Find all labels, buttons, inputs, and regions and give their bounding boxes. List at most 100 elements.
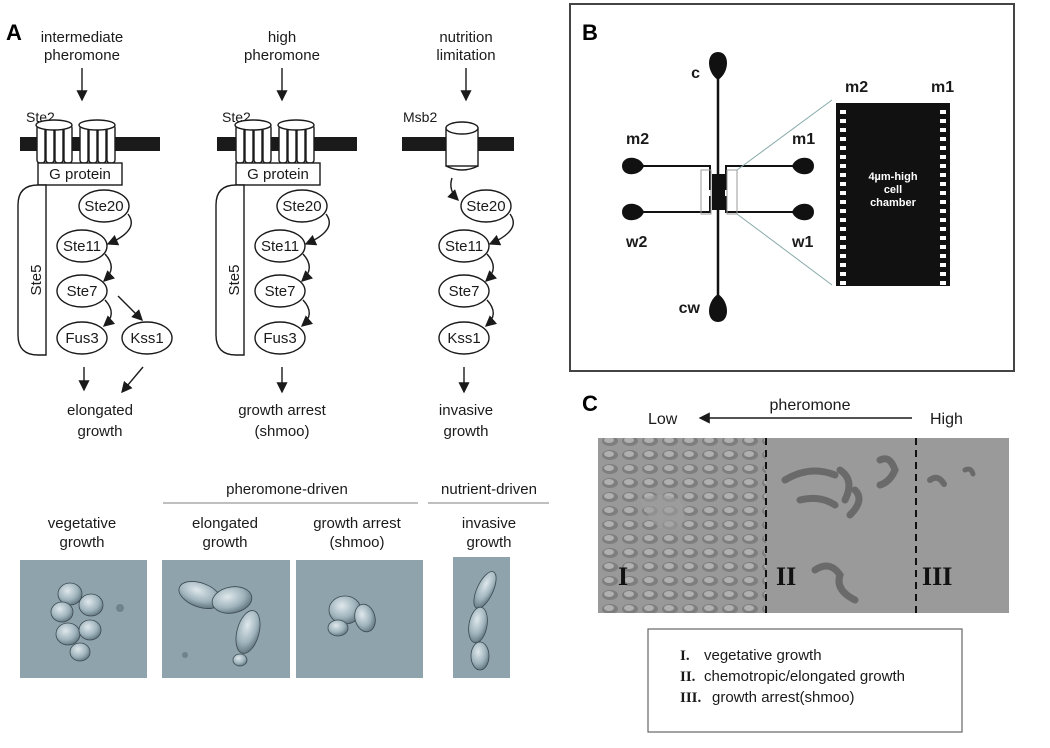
zoom-label-m1: m1 bbox=[931, 79, 954, 96]
chamber-text-3: chamber bbox=[870, 197, 917, 209]
kinase-ste11: Ste11 bbox=[261, 238, 299, 255]
panel-label-c: C bbox=[582, 391, 598, 416]
ste5-scaffold bbox=[17, 184, 47, 356]
chamber-slot bbox=[840, 173, 846, 177]
outcome-line2: growth bbox=[77, 423, 122, 440]
ste2-receptor-icon bbox=[35, 119, 116, 164]
outcome-line1: invasive bbox=[439, 402, 493, 419]
ste2-receptor-icon bbox=[234, 119, 315, 164]
chamber-slot bbox=[940, 119, 946, 123]
legend-num-3: III. bbox=[680, 690, 702, 706]
chamber-slot bbox=[840, 218, 846, 222]
micrograph-label-vegetative-2: growth bbox=[59, 534, 104, 551]
zoom-label-m2: m2 bbox=[845, 79, 868, 96]
region-label-ii: II bbox=[776, 562, 796, 591]
chamber-slot bbox=[840, 119, 846, 123]
stimulus-label-line2: limitation bbox=[436, 47, 495, 64]
receptor-label: Msb2 bbox=[403, 109, 437, 125]
chamber-slot bbox=[840, 128, 846, 132]
chamber-slot bbox=[940, 209, 946, 213]
chamber-text-2: cell bbox=[884, 184, 902, 196]
gradient-high: High bbox=[930, 411, 963, 428]
chamber-slot bbox=[840, 281, 846, 285]
panel-label-a: A bbox=[6, 20, 22, 45]
chamber-slot bbox=[940, 128, 946, 132]
outcome-line2: (shmoo) bbox=[254, 423, 309, 440]
kinase-kss1: Kss1 bbox=[130, 330, 163, 347]
group-nutrient-driven: nutrient-driven bbox=[441, 481, 537, 498]
ste5-label: Ste5 bbox=[226, 265, 243, 296]
port-cw: cw bbox=[679, 300, 701, 317]
chamber-slot bbox=[940, 218, 946, 222]
micrograph-label-invasive-2: growth bbox=[466, 534, 511, 551]
chamber-slot bbox=[940, 254, 946, 258]
chamber-slot bbox=[940, 110, 946, 114]
chamber-slot bbox=[840, 263, 846, 267]
chamber-slot bbox=[940, 272, 946, 276]
chamber-slot bbox=[840, 110, 846, 114]
chamber-slot bbox=[840, 245, 846, 249]
micrograph-label-vegetative-1: vegetative bbox=[48, 515, 116, 532]
kinase-fus3: Fus3 bbox=[65, 330, 98, 347]
outcome-line1: elongated bbox=[67, 402, 133, 419]
chamber-slot bbox=[940, 155, 946, 159]
micrograph-label-elongated-1: elongated bbox=[192, 515, 258, 532]
gradient-legend bbox=[647, 628, 963, 733]
micrograph-invasive bbox=[453, 557, 510, 678]
region-label-iii: III bbox=[922, 562, 952, 591]
port-m2: m2 bbox=[626, 131, 649, 148]
micrograph-vegetative bbox=[20, 560, 147, 678]
ste5-scaffold bbox=[215, 184, 245, 356]
port-m1: m1 bbox=[792, 131, 815, 148]
g-protein-box bbox=[37, 162, 123, 186]
chamber-slot bbox=[840, 191, 846, 195]
g-protein-label: G protein bbox=[49, 166, 111, 183]
chamber-slot bbox=[840, 182, 846, 186]
chamber-slot bbox=[840, 227, 846, 231]
kinase-ste20: Ste20 bbox=[84, 198, 123, 215]
pathway-high-pheromone: high pheromone Ste2 G protein Ste5 Ste20… bbox=[215, 29, 357, 440]
legend-num-1: I. bbox=[680, 648, 690, 664]
kinase-ste7: Ste7 bbox=[449, 283, 480, 300]
microfluidic-device bbox=[622, 52, 833, 322]
outcome-line2: growth bbox=[443, 423, 488, 440]
legend-text-2: chemotropic/elongated growth bbox=[704, 668, 905, 685]
chamber-slot bbox=[940, 191, 946, 195]
kinase-ste7: Ste7 bbox=[67, 283, 98, 300]
chamber-slot bbox=[940, 137, 946, 141]
port-w2: w2 bbox=[625, 234, 647, 251]
micrograph-label-shmoo-1: growth arrest bbox=[313, 515, 401, 532]
kinase-kss1: Kss1 bbox=[447, 330, 480, 347]
kinase-ste20: Ste20 bbox=[282, 198, 321, 215]
stimulus-label-line2: pheromone bbox=[244, 47, 320, 64]
msb2-receptor-icon bbox=[445, 121, 479, 171]
legend-text-3: growth arrest(shmoo) bbox=[712, 689, 855, 706]
chamber-slot bbox=[940, 227, 946, 231]
kinase-ste7: Ste7 bbox=[265, 283, 296, 300]
g-protein-label: G protein bbox=[247, 166, 309, 183]
legend-text-1: vegetative growth bbox=[704, 647, 822, 664]
chamber-slot bbox=[940, 164, 946, 168]
chamber-slot bbox=[840, 254, 846, 258]
chamber-slot bbox=[840, 164, 846, 168]
kinase-fus3: Fus3 bbox=[263, 330, 296, 347]
ste5-label: Ste5 bbox=[28, 265, 45, 296]
gradient-title: pheromone bbox=[770, 397, 851, 414]
stimulus-label-line1: intermediate bbox=[41, 29, 124, 46]
micrograph-label-invasive-1: invasive bbox=[462, 515, 516, 532]
chamber-slot bbox=[940, 236, 946, 240]
chamber-slot bbox=[840, 146, 846, 150]
chamber-slot bbox=[940, 263, 946, 267]
chamber-slot bbox=[840, 236, 846, 240]
chamber-slot bbox=[940, 173, 946, 177]
pathway-nutrition-limitation: nutrition limitation Msb2 Ste20 Ste11 St… bbox=[402, 29, 514, 440]
outcome-line1: growth arrest bbox=[238, 402, 326, 419]
chamber-slot bbox=[940, 200, 946, 204]
chamber-slot bbox=[840, 155, 846, 159]
region-label-i: I bbox=[618, 562, 628, 591]
micrograph-elongated bbox=[162, 560, 290, 678]
kinase-ste11: Ste11 bbox=[63, 238, 101, 255]
legend-num-2: II. bbox=[680, 669, 696, 685]
micrograph-label-shmoo-2: (shmoo) bbox=[329, 534, 384, 551]
chamber-slot bbox=[940, 182, 946, 186]
